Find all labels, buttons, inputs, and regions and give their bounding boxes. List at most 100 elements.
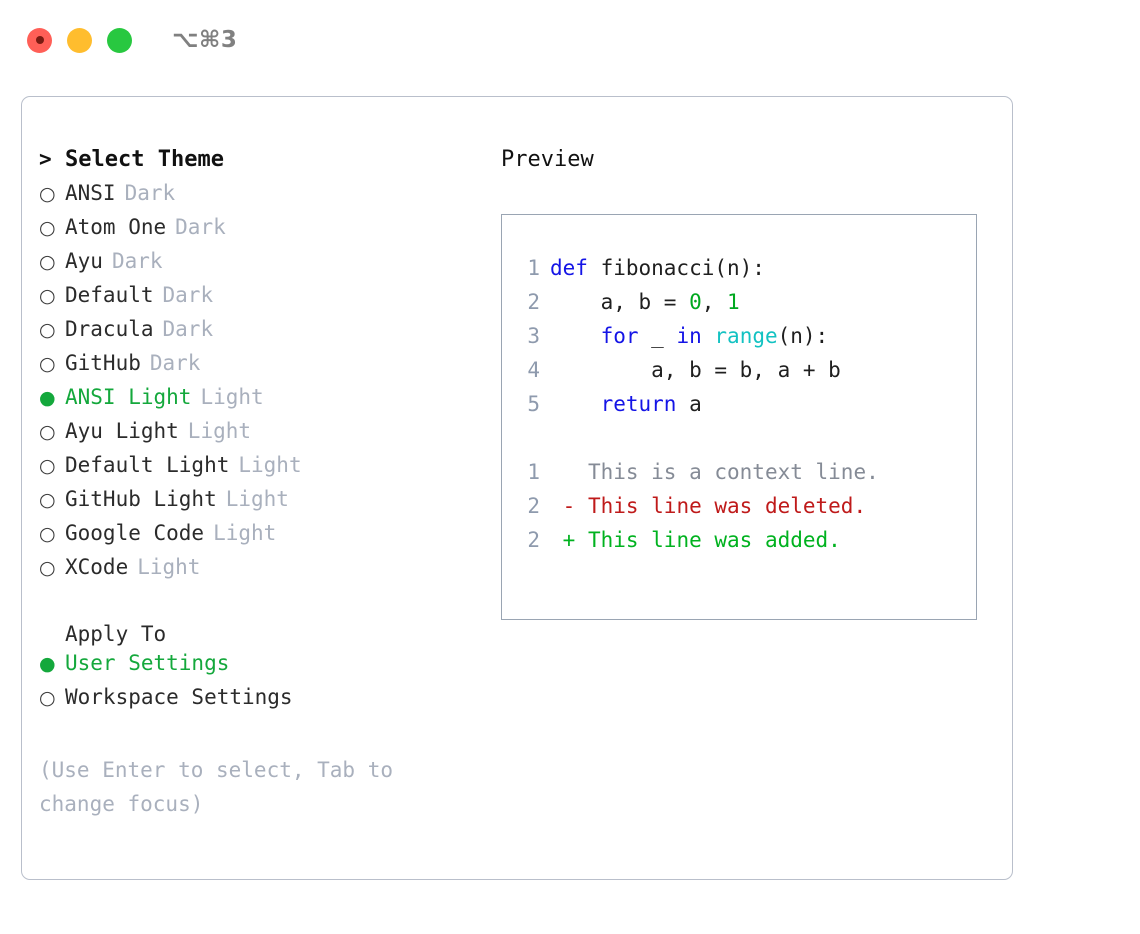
diff-marker: - (550, 494, 588, 518)
theme-list-item[interactable]: ○ Dracula Dark (39, 317, 479, 351)
code-token: a, b = (550, 290, 690, 314)
code-token (550, 324, 601, 348)
radio-unselected-icon: ○ (39, 251, 56, 273)
diff-line: 1 This is a context line. (514, 455, 976, 489)
code-line: 3 for _ in range(n): (514, 319, 976, 353)
code-line: 2 a, b = 0, 1 (514, 285, 976, 319)
line-number: 5 (527, 392, 540, 416)
radio-unselected-icon: ○ (39, 217, 56, 239)
maximize-window-button[interactable] (107, 27, 132, 53)
code-token: return (600, 392, 677, 416)
radio-unselected-icon: ○ (39, 557, 56, 579)
theme-name-label: Ayu (65, 249, 103, 273)
minimize-window-button[interactable] (67, 27, 92, 53)
record-indicator-icon (35, 36, 44, 44)
theme-kind-label: Light (225, 487, 289, 511)
diff-marker: + (550, 528, 588, 552)
line-number: 1 (527, 256, 540, 280)
code-token: in (676, 324, 702, 348)
theme-name-label: Google Code (65, 521, 205, 545)
code-spacer (514, 421, 976, 455)
theme-name-label: GitHub Light (65, 487, 217, 511)
code-token: a (676, 392, 702, 416)
theme-name-label: Atom One (65, 215, 167, 239)
theme-list-item[interactable]: ○ Google Code Light (39, 521, 479, 555)
code-token (550, 392, 601, 416)
code-token: a, b = b, a + b (550, 358, 841, 382)
radio-unselected-icon: ○ (39, 353, 56, 375)
theme-kind-label: Dark (162, 283, 214, 307)
theme-list-item[interactable]: ○ XCode Light (39, 555, 479, 589)
theme-kind-label: Light (213, 521, 277, 545)
diff-sample: 1 This is a context line.2 - This line w… (514, 455, 976, 557)
radio-unselected-icon: ○ (39, 319, 56, 341)
code-line: 5 return a (514, 387, 976, 421)
line-number: 2 (527, 528, 540, 552)
theme-list-item[interactable]: ○ GitHub Dark (39, 351, 479, 385)
apply-to-option[interactable]: ○ Workspace Settings (39, 685, 479, 719)
code-token: 0 (689, 290, 702, 314)
line-number: 1 (527, 460, 540, 484)
diff-text: This line was deleted. (587, 494, 867, 518)
apply-to-section: Apply To ●User Settings○Workspace Settin… (39, 617, 479, 719)
radio-selected-icon: ● (39, 387, 56, 409)
theme-name-label: Default (65, 283, 154, 307)
code-token: def (550, 256, 601, 280)
keyboard-shortcut-label: ⌥⌘3 (172, 27, 238, 53)
theme-list-item[interactable]: ○ Default Dark (39, 283, 479, 317)
theme-name-label: ANSI (65, 181, 116, 205)
diff-text: This is a context line. (587, 460, 879, 484)
radio-unselected-icon: ○ (39, 523, 56, 545)
theme-name-label: Ayu Light (65, 419, 179, 443)
caret-icon: > (39, 147, 52, 171)
radio-unselected-icon: ○ (39, 687, 56, 709)
code-token: range (714, 324, 778, 348)
theme-kind-label: Light (200, 385, 264, 409)
radio-unselected-icon: ○ (39, 455, 56, 477)
radio-unselected-icon: ○ (39, 421, 56, 443)
theme-kind-label: Dark (149, 351, 201, 375)
code-line: 1 def fibonacci(n): (514, 251, 976, 285)
line-number: 4 (527, 358, 540, 382)
page-title: Select Theme (65, 147, 224, 172)
diff-line: 2 - This line was deleted. (514, 489, 976, 523)
code-token: fibonacci(n): (600, 256, 765, 280)
theme-kind-label: Dark (162, 317, 214, 341)
line-number: 2 (527, 494, 540, 518)
apply-to-option-list: ● User Settings ○ Workspace Settings (39, 651, 479, 719)
close-window-button[interactable] (27, 27, 52, 53)
keyboard-hint-text: (Use Enter to select, Tab to change focu… (39, 758, 394, 816)
apply-to-option-label: Workspace Settings (65, 685, 293, 709)
apply-to-option[interactable]: ● User Settings (39, 651, 479, 685)
theme-name-label: XCode (65, 555, 129, 579)
apply-to-option-label: User Settings (65, 651, 230, 675)
theme-name-label: Dracula (65, 317, 154, 341)
title-bar: ⌥⌘3 (0, 0, 1140, 80)
diff-line: 2 + This line was added. (514, 523, 976, 557)
theme-list-item[interactable]: ○ Default Light Light (39, 453, 479, 487)
theme-kind-label: Light (137, 555, 201, 579)
diff-marker (550, 460, 588, 484)
theme-name-label: Default Light (65, 453, 230, 477)
diff-text: This line was added. (587, 528, 841, 552)
line-number: 2 (527, 290, 540, 314)
radio-unselected-icon: ○ (39, 183, 56, 205)
code-token: for (600, 324, 639, 348)
theme-name-label: GitHub (65, 351, 141, 375)
radio-selected-icon: ● (39, 653, 56, 675)
theme-kind-label: Light (238, 453, 302, 477)
radio-unselected-icon: ○ (39, 285, 56, 307)
